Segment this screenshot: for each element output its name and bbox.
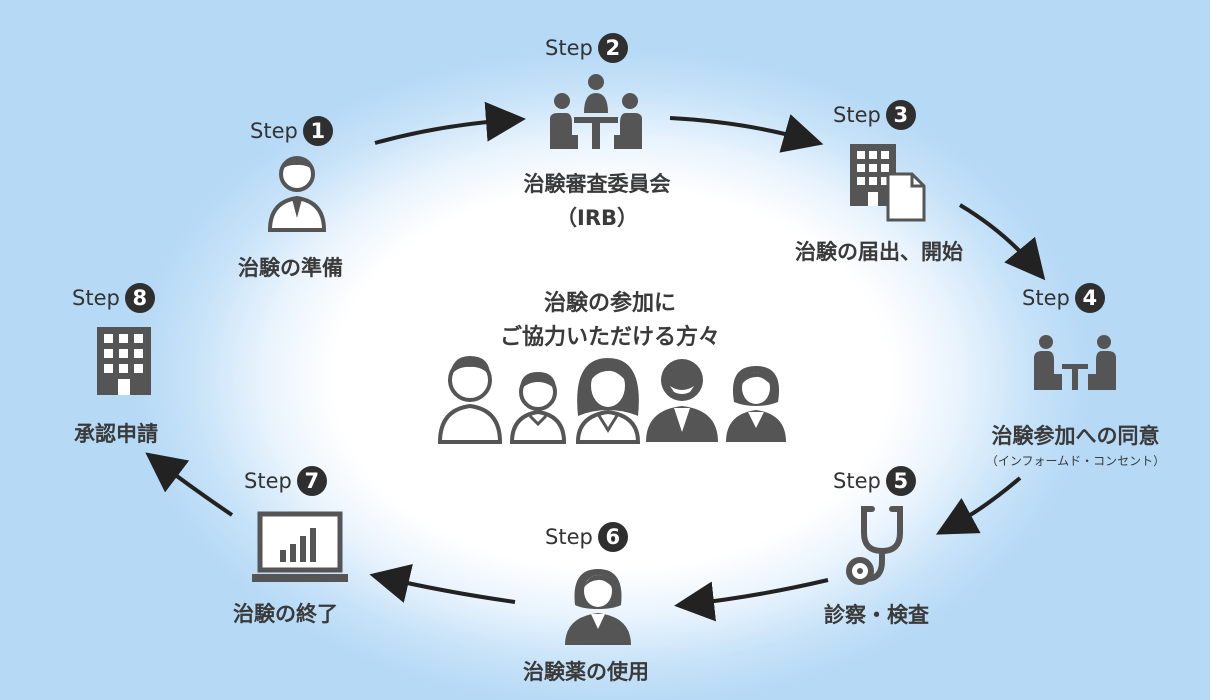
elder-man-icon xyxy=(646,359,718,442)
arrow-4-5 xyxy=(935,476,1022,535)
arrow-2-3 xyxy=(669,114,824,153)
woman-short-hair-icon xyxy=(726,366,786,442)
building-icon xyxy=(97,327,151,395)
female-person-icon xyxy=(565,569,631,645)
step-8-caption: 承認申請 xyxy=(74,422,158,446)
arrow-3-4 xyxy=(958,203,1046,281)
step-7-caption: 治験の終了 xyxy=(233,602,338,626)
arrow-6-7 xyxy=(369,563,516,604)
step-6-caption: 治験薬の使用 xyxy=(523,660,649,684)
step-4-caption: 治験参加への同意 （インフォームド・コンセント） xyxy=(985,424,1166,468)
stethoscope-icon xyxy=(846,506,903,585)
child-icon xyxy=(509,372,567,444)
laptop-chart-icon xyxy=(252,511,348,582)
arrow-7-8 xyxy=(145,452,234,517)
building-document-icon xyxy=(850,144,926,222)
committee-meeting-icon xyxy=(550,74,642,149)
arrow-1-2 xyxy=(374,101,526,145)
step-1-caption: 治験の準備 xyxy=(238,256,343,280)
step-2-caption: 治験審査委員会 （IRB） xyxy=(523,172,671,230)
arrow-5-6 xyxy=(674,578,829,622)
step-3-caption: 治験の届出、開始 xyxy=(795,240,963,264)
participants-group-icon xyxy=(438,356,786,444)
step-5-caption: 診察・検査 xyxy=(824,603,929,627)
consultation-icon xyxy=(1034,335,1116,390)
woman-icon xyxy=(575,358,641,444)
man-icon xyxy=(438,356,503,444)
center-title: 治験の参加に ご協力いただける方々 xyxy=(499,291,720,350)
person-icon xyxy=(267,156,327,232)
